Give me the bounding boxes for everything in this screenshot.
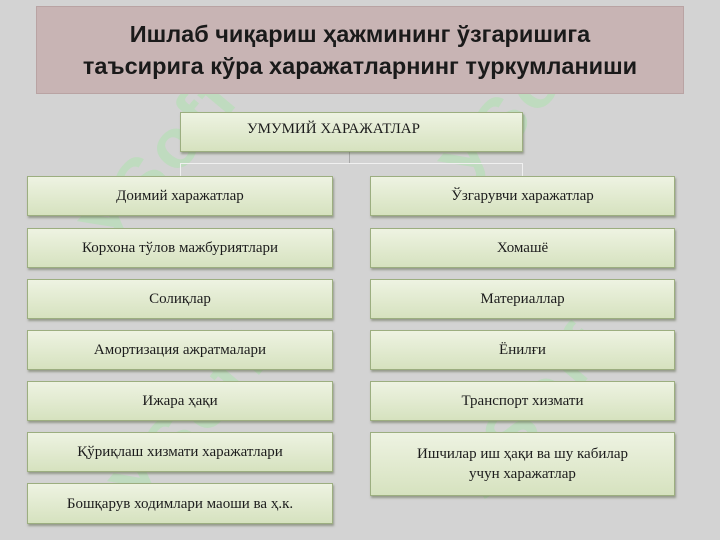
connector-left xyxy=(180,163,181,177)
slide-title: Ишлаб чиқариш ҳажмининг ўзгаришига таъси… xyxy=(82,21,638,79)
left-node: Ижара ҳақи xyxy=(27,381,333,421)
connector-right xyxy=(522,163,523,177)
left-node-fixed-costs: Доимий харажатлар xyxy=(27,176,333,216)
connector-stem xyxy=(349,152,350,164)
connector-bar xyxy=(180,163,523,164)
left-node: Амортизация ажратмалари xyxy=(27,330,333,370)
right-node: Материаллар xyxy=(370,279,675,319)
root-node: УМУМИЙ ХАРАЖАТЛАР xyxy=(180,112,523,152)
root-label: УМУМИЙ ХАРАЖАТЛАР xyxy=(247,121,420,137)
right-node: Хомашё xyxy=(370,228,675,268)
left-node: Бошқарув ходимлари маоши ва ҳ.к. xyxy=(27,483,333,524)
left-node: Солиқлар xyxy=(27,279,333,319)
right-node: Транспорт хизмати xyxy=(370,381,675,421)
right-node-variable-costs: Ўзгарувчи харажатлар xyxy=(370,176,675,216)
left-node: Корхона тўлов мажбуриятлари xyxy=(27,228,333,268)
right-node: Ишчилар иш ҳақи ва шу кабилар учун хараж… xyxy=(370,432,675,496)
left-node: Қўриқлаш хизмати харажатлари xyxy=(27,432,333,472)
right-node: Ёнилғи xyxy=(370,330,675,370)
title-banner: Ишлаб чиқариш ҳажмининг ўзгаришига таъси… xyxy=(36,6,684,94)
